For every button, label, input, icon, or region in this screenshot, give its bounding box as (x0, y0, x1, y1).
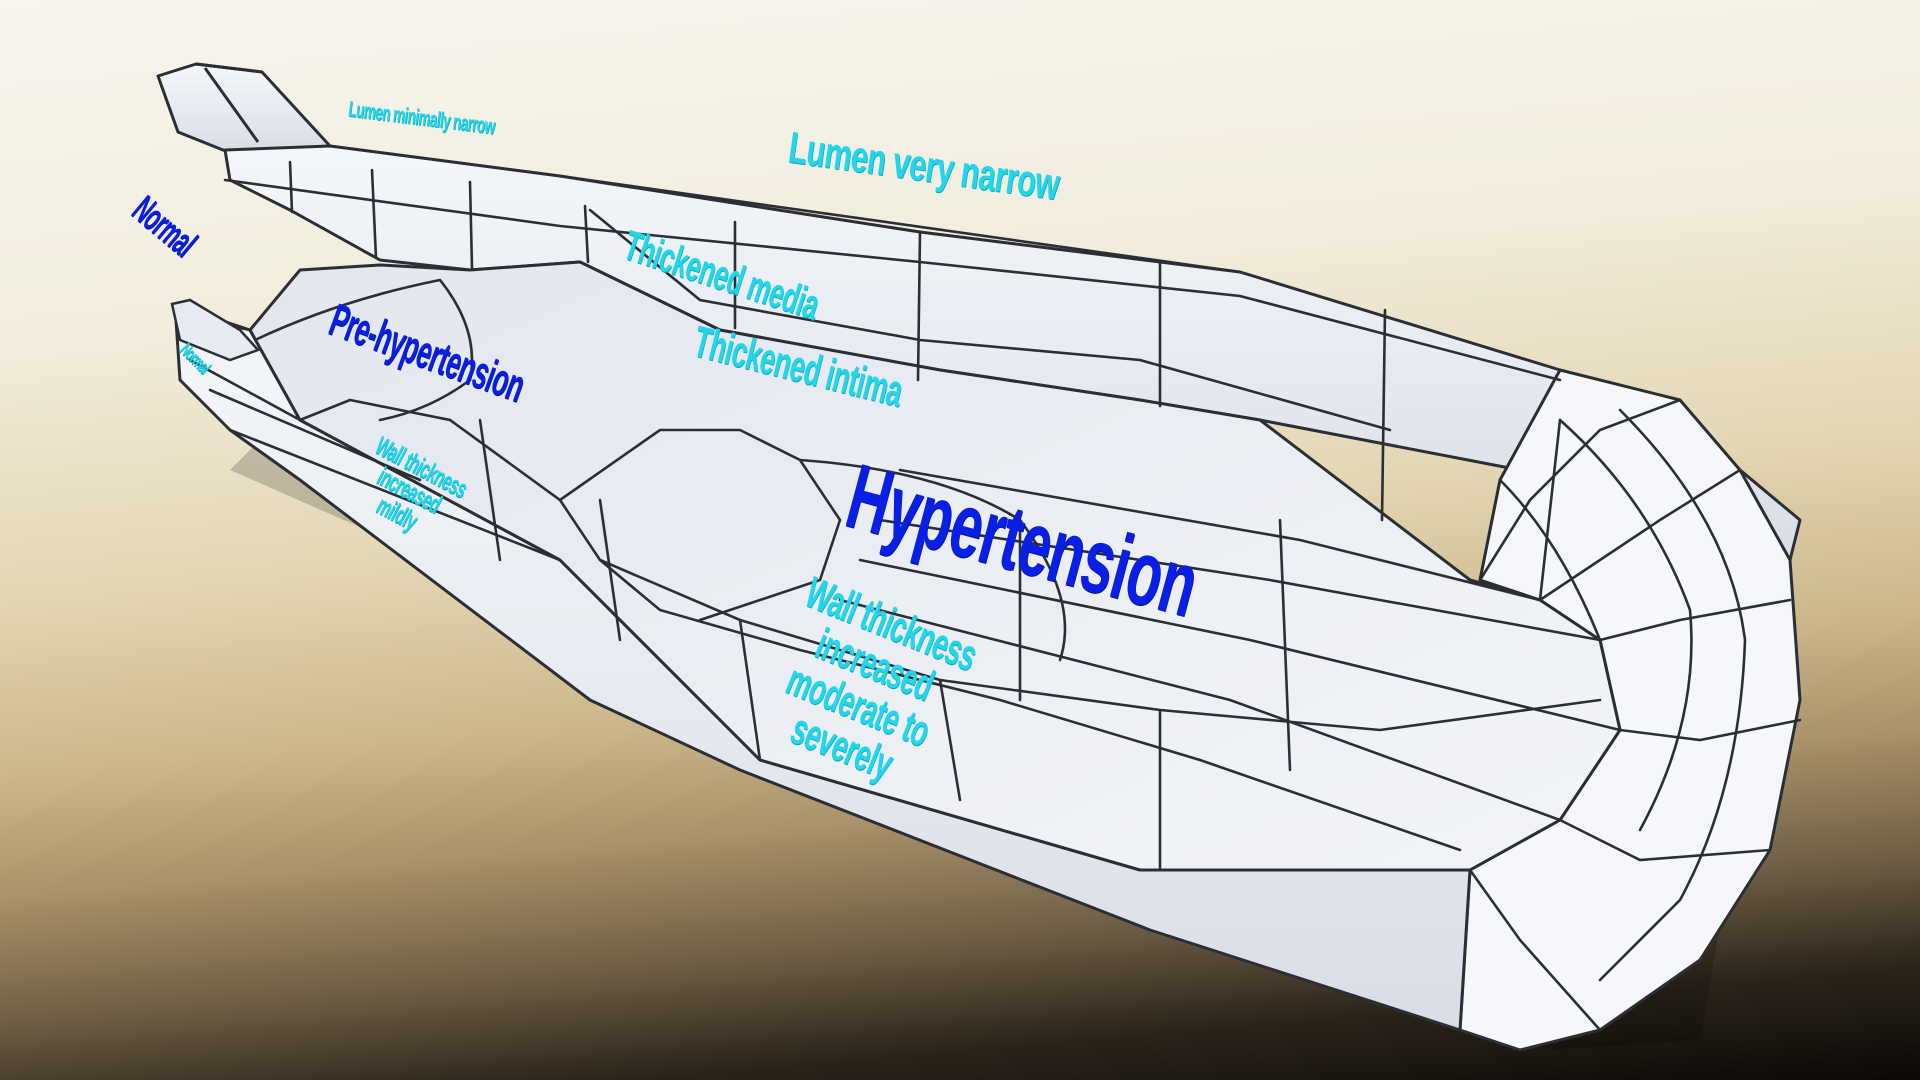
vessel-lower-lip (170, 298, 261, 362)
vessel-tip (156, 62, 332, 154)
vessel-mesh (188, 144, 1802, 1032)
vessel-top-surface (223, 144, 1802, 562)
